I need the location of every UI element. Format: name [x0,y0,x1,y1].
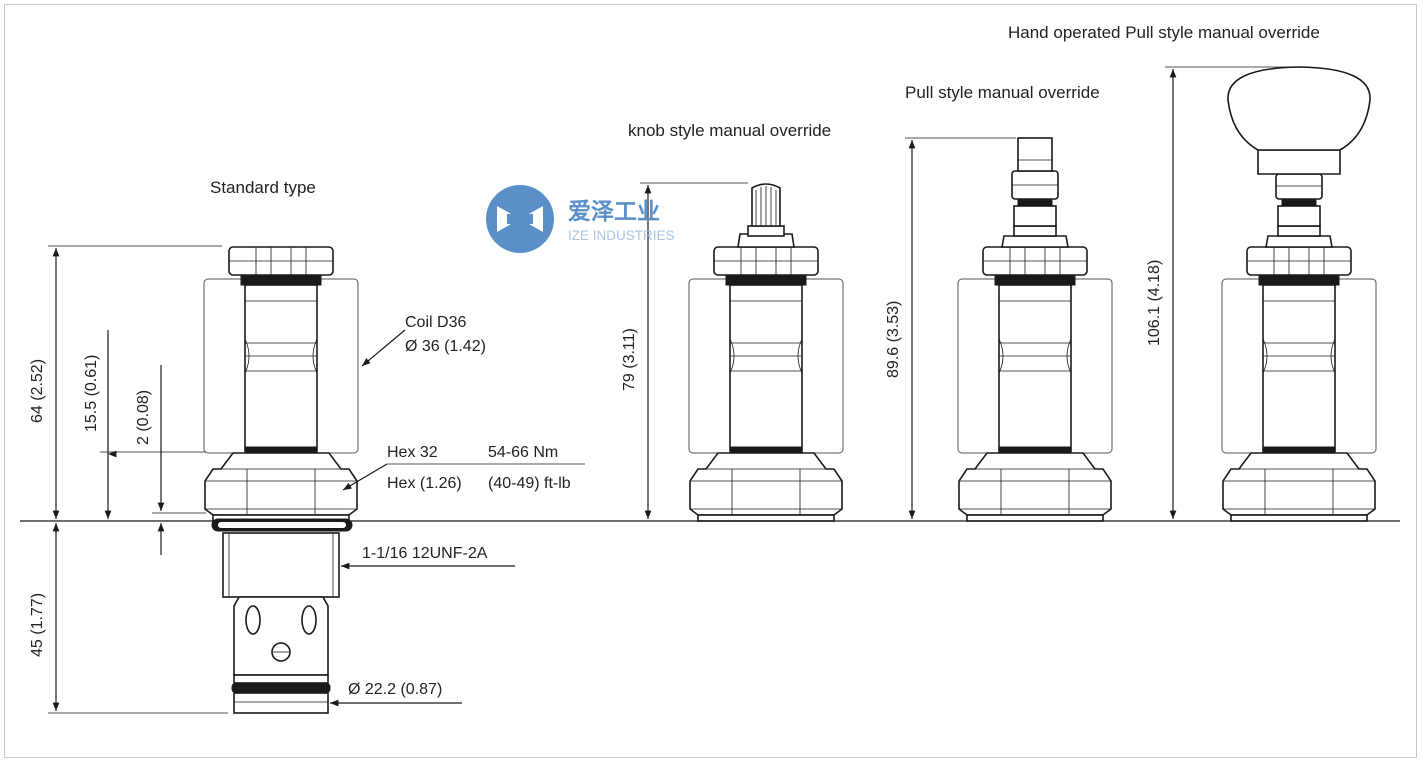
dim-hand-pull-height: 106.1 (4.18) [1146,260,1163,346]
dim-total-height: 64 (2.52) [29,359,46,423]
hex-inch-label: Hex (1.26) [387,475,462,492]
dim-lower-height: 45 (1.77) [29,593,46,657]
hand-pull-style-title: Hand operated Pull style manual override [1008,23,1320,42]
standard-type-title: Standard type [210,178,316,197]
hand-pull-valve [1221,66,1377,522]
dim-coil-offset: 15.5 (0.61) [83,355,100,432]
watermark-logo [486,185,554,253]
dim-small-gap: 2 (0.08) [135,390,152,445]
torque-nm-label: 54-66 Nm [488,444,558,461]
knob-valve [688,183,844,522]
watermark-cn-text: 爱泽工业 [568,198,660,224]
drawing-frame [4,4,1417,758]
watermark-en-text: IZE INDUSTRIES [568,228,675,243]
diameter-label: Ø 22.2 (0.87) [348,681,442,698]
coil-diameter-label: Ø 36 (1.42) [405,338,486,355]
dim-knob-height: 79 (3.11) [621,328,638,391]
knob-dimension-lines [640,182,748,519]
thread-label: 1-1/16 12UNF-2A [362,545,488,562]
standard-dimension-lines [48,245,585,714]
dim-pull-height: 89.6 (3.53) [885,301,902,378]
hex-label: Hex 32 [387,444,438,461]
pull-dimension-lines [905,137,1016,519]
pull-valve [957,137,1113,522]
coil-label: Coil D36 [405,314,466,331]
hand-pull-dimension-lines [1165,66,1298,519]
pull-style-title: Pull style manual override [905,83,1100,102]
knob-style-title: knob style manual override [628,121,831,140]
torque-ftlb-label: (40-49) ft-lb [488,475,571,492]
standard-valve [203,246,359,714]
